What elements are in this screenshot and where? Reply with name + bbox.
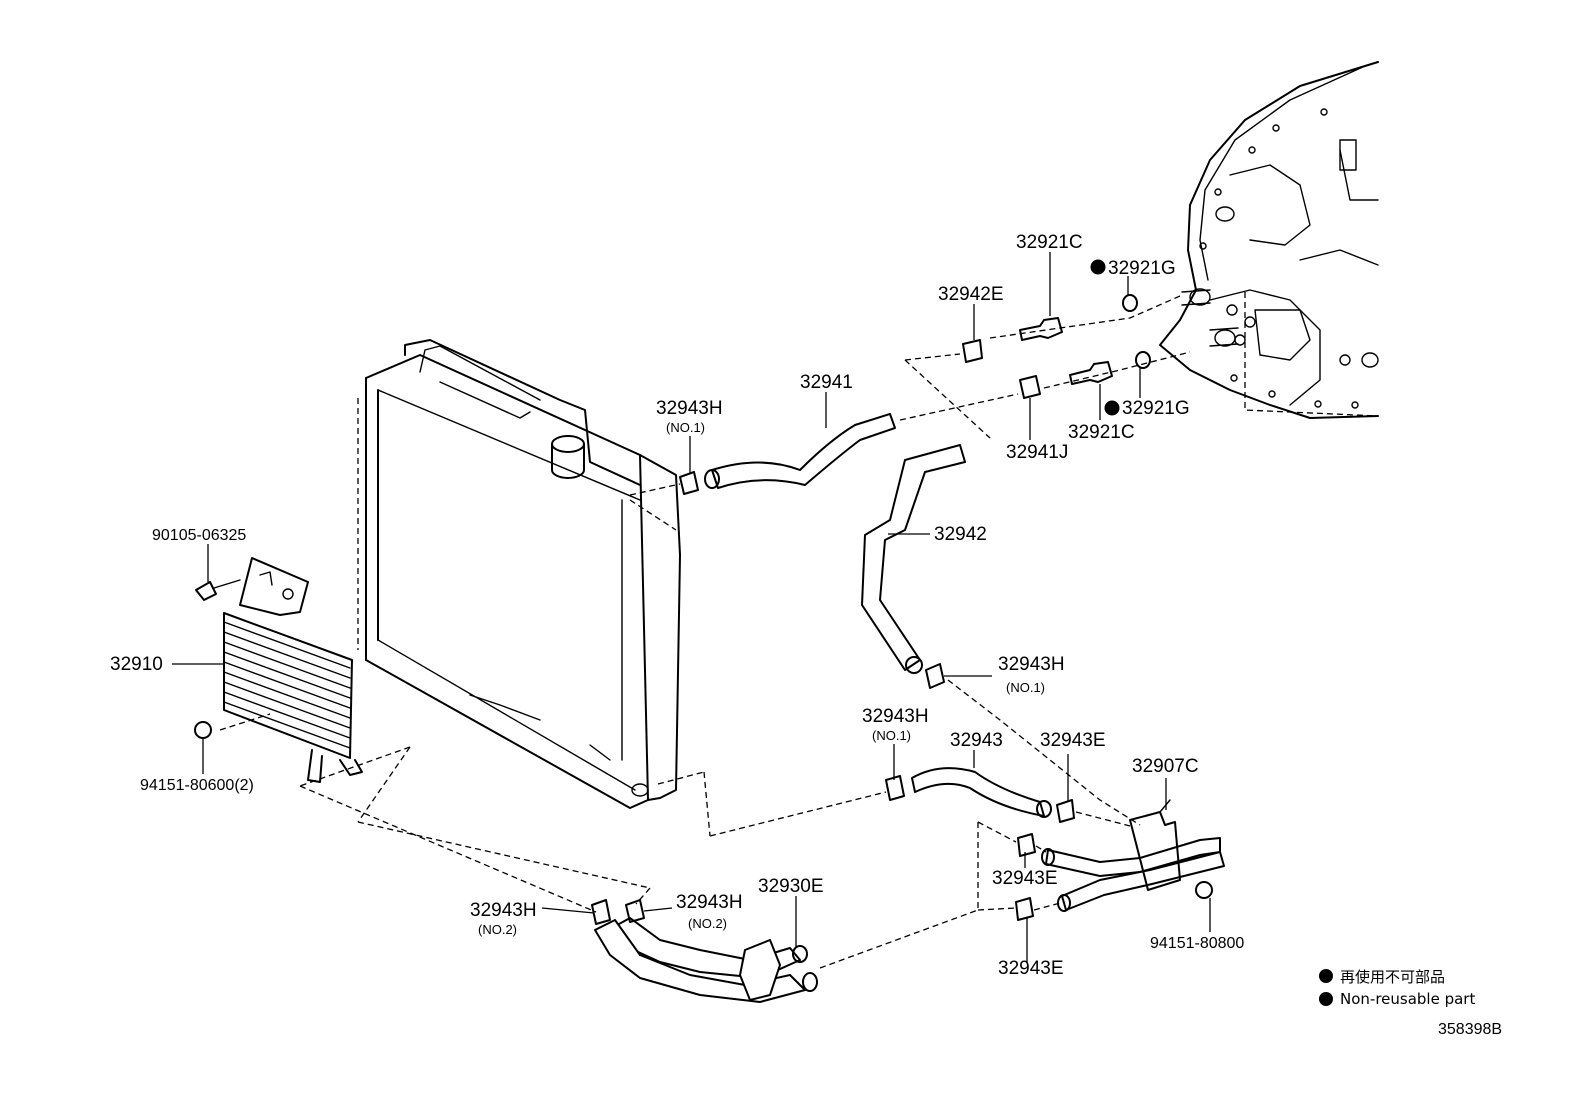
fittings (1019, 294, 1151, 385)
label-32943H-no2-b: 32943H (676, 892, 743, 913)
label-32930E: 32930E (758, 876, 824, 897)
label-32943H-no1-mid-sub: (NO.1) (1006, 680, 1045, 695)
label-32943H-no2-b-sub: (NO.2) (688, 916, 727, 931)
label-32921C-bottom: 32921C (1068, 422, 1135, 443)
legend-text-english: Non-reusable part (1340, 990, 1475, 1008)
label-32942: 32942 (934, 524, 987, 545)
transmission-housing (1159, 61, 1379, 419)
label-32942E: 32942E (938, 284, 1004, 305)
leader-lines (172, 252, 1211, 962)
label-32943E-bottom: 32943E (998, 958, 1064, 979)
legend-dot-1 (1319, 969, 1333, 983)
label-32943H-no1-top-sub: (NO.1) (666, 420, 705, 435)
label-90105-06325: 90105-06325 (152, 527, 246, 544)
non-reusable-dot-32921G-bottom (1104, 400, 1120, 416)
connection-lines (299, 295, 1191, 969)
label-32941: 32941 (800, 372, 853, 393)
label-32943H-no1-left-sub: (NO.1) (872, 728, 911, 743)
legend-text-japanese: 再使用不可部品 (1340, 968, 1445, 986)
legend: 再使用不可部品 Non-reusable part (1319, 968, 1475, 1008)
label-32943E-top: 32943E (1040, 730, 1106, 751)
label-32943H-no1-top: 32943H (656, 398, 723, 419)
hose-32942 (861, 444, 966, 674)
hose-32930E (594, 917, 818, 1003)
label-32943H-no1-mid: 32943H (998, 654, 1065, 675)
label-32943: 32943 (950, 730, 1003, 751)
label-94151-80800: 94151-80800 (1150, 935, 1244, 952)
label-32943H-no2-a: 32943H (470, 900, 537, 921)
hose-32943 (911, 767, 1052, 818)
label-32907C: 32907C (1132, 756, 1199, 777)
hose-32941 (704, 413, 896, 489)
label-32943E-mid: 32943E (992, 868, 1058, 889)
label-32943H-no1-left: 32943H (862, 706, 929, 727)
label-32943H-no2-a-sub: (NO.2) (478, 922, 517, 937)
non-reusable-dot-32921G-top (1090, 259, 1106, 275)
label-32921G-bottom: 32921G (1122, 398, 1190, 419)
label-32941J: 32941J (1006, 442, 1068, 463)
legend-dot-2 (1319, 992, 1333, 1006)
clamps (591, 339, 1075, 925)
diagram-code: 358398B (1438, 1021, 1502, 1038)
oil-cooler (194, 557, 363, 783)
radiator (357, 339, 681, 809)
label-32921C-top: 32921C (1016, 232, 1083, 253)
label-32910: 32910 (110, 654, 163, 675)
pipe-assembly-32907C (1041, 799, 1225, 912)
label-94151-80600: 94151-80600(2) (140, 777, 254, 794)
label-32921G-top: 32921G (1108, 258, 1176, 279)
